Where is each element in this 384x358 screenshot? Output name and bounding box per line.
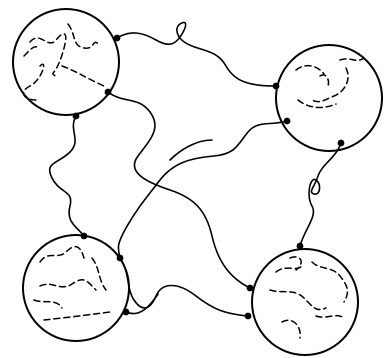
bridge-chain [120,258,248,316]
inner-chain [282,320,300,338]
connecting-chains [50,22,341,316]
inner-chains-bottom-left [34,247,110,320]
inner-chain [30,34,66,78]
junction-node [297,243,304,250]
inner-chain [312,262,347,302]
inner-chain [92,258,106,290]
inner-chain [62,66,104,86]
junction-node [123,309,130,316]
bridge-chain [300,143,341,246]
inner-chain [68,24,100,48]
inner-chains-top-left [23,24,104,100]
inner-chain [40,280,96,290]
inner-chain [320,75,329,86]
bridge-chain [108,92,250,288]
junction-node [245,313,252,320]
inner-chain [40,247,84,262]
inner-chains-top-right [296,58,364,107]
junction-node [247,285,254,292]
junction-node [117,255,124,262]
junction-node [338,140,345,147]
domain-bottom-right [252,249,358,355]
bridge-chain [50,116,84,236]
inner-chain [34,300,62,308]
junction-node [73,113,80,120]
junction-node [284,118,291,125]
domain-top-left [13,9,119,115]
inner-chain [270,290,326,310]
junction-node [105,89,112,96]
junction-node [114,35,121,42]
inner-chain [312,68,348,102]
junction-node [273,83,280,90]
inner-chain [296,66,324,74]
domain-bottom-left [23,235,129,341]
inner-chain [340,58,364,60]
inner-chains-bottom-right [270,257,347,338]
inner-chain [23,64,43,100]
inner-chain [24,47,40,56]
inner-chain [44,312,110,320]
bridge-chain [117,22,276,86]
junction-node [81,233,88,240]
bridge-chain [126,294,158,314]
inner-chain [316,316,344,318]
junction-nodes [73,35,345,320]
